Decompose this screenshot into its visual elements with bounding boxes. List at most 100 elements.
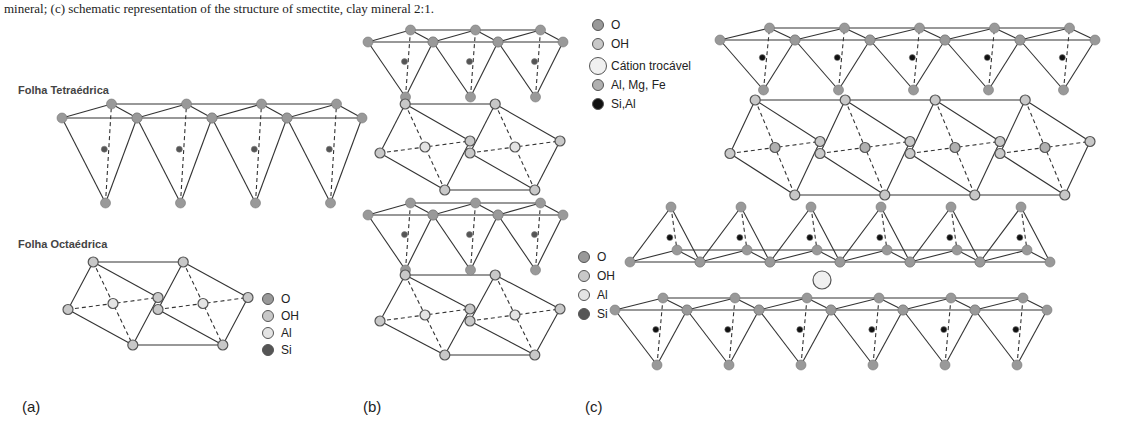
bond-line xyxy=(406,215,434,270)
bond-line xyxy=(183,262,248,298)
atom xyxy=(282,113,292,123)
bond-line xyxy=(677,249,747,250)
bond-line xyxy=(903,309,975,310)
legend-swatch xyxy=(262,310,274,322)
atom xyxy=(975,257,985,267)
bond-line xyxy=(870,28,920,40)
atom xyxy=(1016,202,1026,212)
bond-line xyxy=(405,275,445,355)
atom xyxy=(946,202,956,212)
atom xyxy=(834,55,840,61)
atom xyxy=(930,95,940,105)
atom xyxy=(63,305,73,315)
atom xyxy=(251,198,261,208)
bond-line xyxy=(535,309,560,355)
atom xyxy=(530,350,540,360)
bond-line xyxy=(158,262,183,310)
legend-entry: OH xyxy=(578,269,615,283)
atom xyxy=(724,360,734,370)
atom xyxy=(402,59,408,65)
atom xyxy=(428,37,438,47)
atom xyxy=(493,210,503,220)
bond-line xyxy=(951,207,980,262)
atom xyxy=(465,304,475,314)
bond-line xyxy=(903,298,951,310)
legend-text: OH xyxy=(597,269,615,283)
atom xyxy=(101,146,107,152)
bond-line xyxy=(759,298,807,310)
bond-line xyxy=(536,215,564,270)
atom xyxy=(765,257,775,267)
bond-line xyxy=(287,118,331,203)
atom xyxy=(428,210,438,220)
atom xyxy=(198,299,208,309)
bond-line xyxy=(368,215,406,270)
atom xyxy=(440,350,450,360)
atom xyxy=(970,190,980,200)
atom xyxy=(952,245,962,255)
atom xyxy=(326,198,336,208)
bond-line xyxy=(811,207,817,250)
bond-line xyxy=(256,104,262,203)
legend-entry: Al xyxy=(578,288,608,302)
atom xyxy=(536,25,546,35)
figure-caption: mineral; (c) schematic representation of… xyxy=(4,1,434,16)
bond-line xyxy=(470,141,560,153)
bond-line xyxy=(881,207,887,250)
bond-line xyxy=(476,202,541,203)
atom xyxy=(984,55,990,61)
legend-swatch xyxy=(578,251,590,263)
atom xyxy=(1090,35,1100,45)
bond-line xyxy=(68,262,93,310)
atom xyxy=(176,198,186,208)
atom xyxy=(257,99,267,109)
legend-entry: Al, Mg, Fe xyxy=(592,78,666,92)
atom xyxy=(493,37,503,47)
atom xyxy=(132,113,142,123)
bond-line xyxy=(287,117,362,118)
bond-line xyxy=(62,118,106,203)
bond-line xyxy=(93,262,133,345)
atom xyxy=(990,23,1000,33)
legend-text: OH xyxy=(281,309,299,323)
atom xyxy=(876,202,886,212)
bond-line xyxy=(831,309,903,310)
bond-line xyxy=(93,261,183,262)
bond-line xyxy=(471,42,499,97)
legend-entry: OH xyxy=(262,309,299,323)
atom xyxy=(1060,190,1070,200)
bond-line xyxy=(368,214,433,215)
bond-line xyxy=(133,298,158,346)
bond-line xyxy=(945,40,989,90)
atom xyxy=(666,202,676,212)
bond-line xyxy=(747,249,817,250)
bond-line xyxy=(630,261,700,262)
atom xyxy=(806,202,816,212)
atom xyxy=(251,146,257,152)
bond-line xyxy=(920,27,995,28)
bond-line xyxy=(975,310,1017,365)
atom xyxy=(815,149,825,159)
atom xyxy=(471,25,481,35)
atom xyxy=(947,235,953,241)
bond-line xyxy=(470,309,560,321)
legend-text: OH xyxy=(611,37,629,51)
bond-line xyxy=(951,297,1023,298)
legend-swatch xyxy=(578,289,590,301)
bond-line xyxy=(759,310,801,365)
atom xyxy=(941,327,947,333)
atom xyxy=(940,35,950,45)
bond-line xyxy=(405,103,495,104)
atom xyxy=(108,299,118,309)
atom xyxy=(465,136,475,146)
bond-line xyxy=(873,310,903,365)
sheet-label: Folha Tetraédrica xyxy=(18,84,109,96)
atom xyxy=(1017,235,1023,241)
bond-line xyxy=(223,298,248,346)
bond-lines xyxy=(62,28,1095,365)
atom xyxy=(625,257,635,267)
atom xyxy=(1065,23,1075,33)
atom xyxy=(357,113,367,123)
atom xyxy=(400,99,410,109)
bond-line xyxy=(845,100,910,142)
